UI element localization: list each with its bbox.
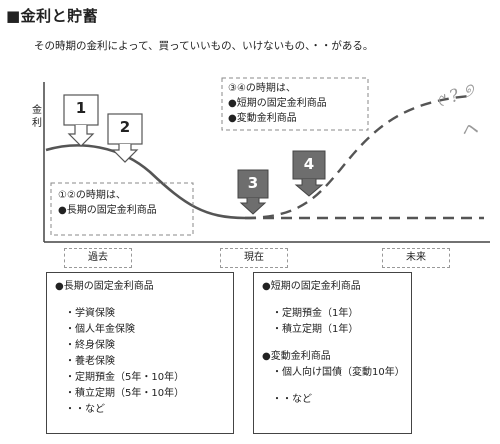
note-period-3-4-line: ●変動金利商品 [228, 113, 297, 124]
timeline-future: 未来 [382, 248, 450, 268]
panel-short-term-variable: ●短期の固定金利商品 ・定期預金（1年） ・積立定期（1年） ●変動金利商品 ・… [253, 272, 412, 434]
marker-2-number: 2 [119, 118, 131, 136]
note-period-3-4-line: ③④の時期は、 [228, 83, 296, 94]
y-axis-label: 金利 [32, 105, 42, 129]
marker-1-callout [63, 94, 99, 147]
product-item: ・・など [272, 394, 312, 405]
product-item: ・・など [65, 404, 105, 415]
product-item: ・終身保険 [65, 340, 115, 351]
note-period-1-2: ①②の時期は、 ●長期の固定金利商品 [58, 188, 157, 218]
product-item: ・定期預金（1年） [272, 308, 359, 319]
panel-heading: ●長期の固定金利商品 [55, 281, 154, 292]
note-period-1-2-line: ①②の時期は、 [58, 190, 126, 201]
rising-projection-line [244, 94, 471, 220]
product-item: ・定期預金（5年・10年） [65, 372, 185, 383]
note-box-period-1-2 [50, 182, 194, 236]
marker-4-callout [292, 150, 326, 197]
product-item: ・養老保険 [65, 356, 115, 367]
marker-1-number: 1 [75, 99, 87, 117]
product-item: ・個人向け国債（変動10年） [272, 367, 405, 378]
panel-heading: ●短期の固定金利商品 [262, 281, 361, 292]
panel-heading: ●変動金利商品 [262, 351, 331, 362]
product-item: ・個人年金保険 [65, 324, 135, 335]
page-subtitle: その時期の金利によって、買っていいもの、いけないもの、・・がある。 [34, 40, 374, 52]
timeline-present: 現在 [220, 248, 288, 268]
page-title: ■金利と貯蓄 [6, 7, 99, 25]
past-rate-curve [45, 144, 246, 220]
note-period-1-2-line: ●長期の固定金利商品 [58, 205, 157, 216]
marker-3-number: 3 [247, 174, 259, 192]
marker-4-number: 4 [303, 155, 315, 173]
note-period-3-4-line: ●短期の固定金利商品 [228, 98, 327, 109]
marker-3-callout [237, 169, 269, 215]
product-item: ・積立定期（5年・10年） [65, 388, 185, 399]
note-period-3-4: ③④の時期は、 ●短期の固定金利商品 ●変動金利商品 [228, 81, 327, 126]
product-item: ・学資保険 [65, 308, 115, 319]
panel-long-term-fixed: ●長期の固定金利商品 ・学資保険 ・個人年金保険 ・終身保険 ・養老保険 ・定期… [46, 272, 234, 434]
note-box-period-3-4 [221, 77, 369, 131]
marker-2-callout [107, 113, 143, 163]
product-item: ・積立定期（1年） [272, 324, 359, 335]
timeline-past: 過去 [64, 248, 132, 268]
